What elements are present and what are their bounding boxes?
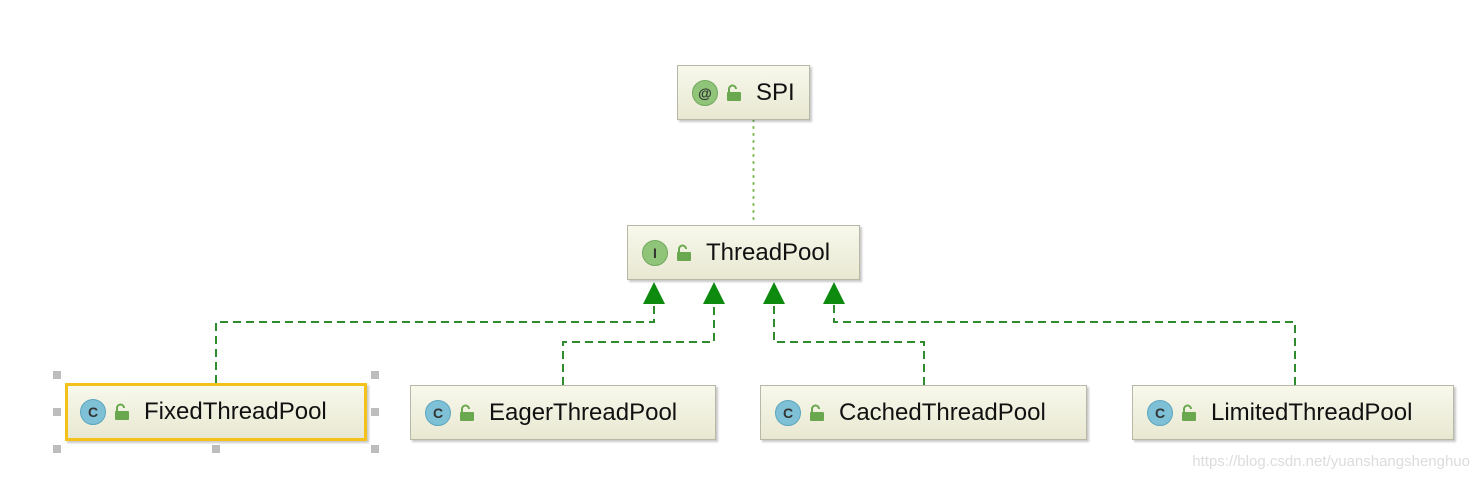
selection-handle[interactable]	[371, 408, 379, 416]
class-kind-icon: C	[1147, 399, 1173, 426]
implements-arrowhead-eager	[703, 282, 725, 304]
lock-icon	[677, 244, 691, 261]
class-node-fixed[interactable]: C FixedThreadPool	[65, 383, 367, 441]
lock-icon	[1182, 404, 1196, 421]
class-node-cached[interactable]: C CachedThreadPool	[760, 385, 1087, 440]
class-node-label: SPI	[756, 78, 795, 106]
implements-arrowhead-fixed	[643, 282, 665, 304]
lock-icon	[460, 404, 474, 421]
class-node-label: LimitedThreadPool	[1211, 398, 1413, 426]
interface-kind-icon: I	[642, 239, 668, 266]
implements-arrowhead-limited	[823, 282, 845, 304]
selection-handle[interactable]	[53, 408, 61, 416]
implements-arrowhead-cached	[763, 282, 785, 304]
selection-handle[interactable]	[212, 445, 220, 453]
class-node-threadpool[interactable]: I ThreadPool	[627, 225, 860, 280]
class-node-label: EagerThreadPool	[489, 398, 678, 426]
class-node-eager[interactable]: C EagerThreadPool	[410, 385, 716, 440]
lock-icon	[727, 84, 741, 101]
implements-edge-limited	[833, 304, 1296, 385]
selection-handle[interactable]	[53, 371, 61, 379]
selection-handle[interactable]	[371, 445, 379, 453]
class-kind-icon: C	[80, 399, 106, 425]
class-kind-icon: C	[775, 399, 801, 426]
class-kind-icon: C	[425, 399, 451, 426]
watermark: https://blog.csdn.net/yuanshangshenghuo	[1192, 453, 1470, 470]
class-node-limited[interactable]: C LimitedThreadPool	[1132, 385, 1454, 440]
annotation-kind-icon: @	[692, 79, 718, 106]
selection-handle[interactable]	[53, 445, 61, 453]
implements-edge-eager	[562, 304, 715, 385]
selection-handle[interactable]	[371, 371, 379, 379]
class-node-label: CachedThreadPool	[839, 398, 1046, 426]
lock-icon	[810, 404, 824, 421]
lock-icon	[115, 403, 129, 420]
implements-edge-cached	[773, 304, 925, 385]
implements-edge-fixed	[215, 304, 655, 383]
class-node-label: FixedThreadPool	[144, 398, 327, 425]
class-node-label: ThreadPool	[706, 238, 831, 266]
class-node-spi[interactable]: @ SPI	[677, 65, 810, 120]
